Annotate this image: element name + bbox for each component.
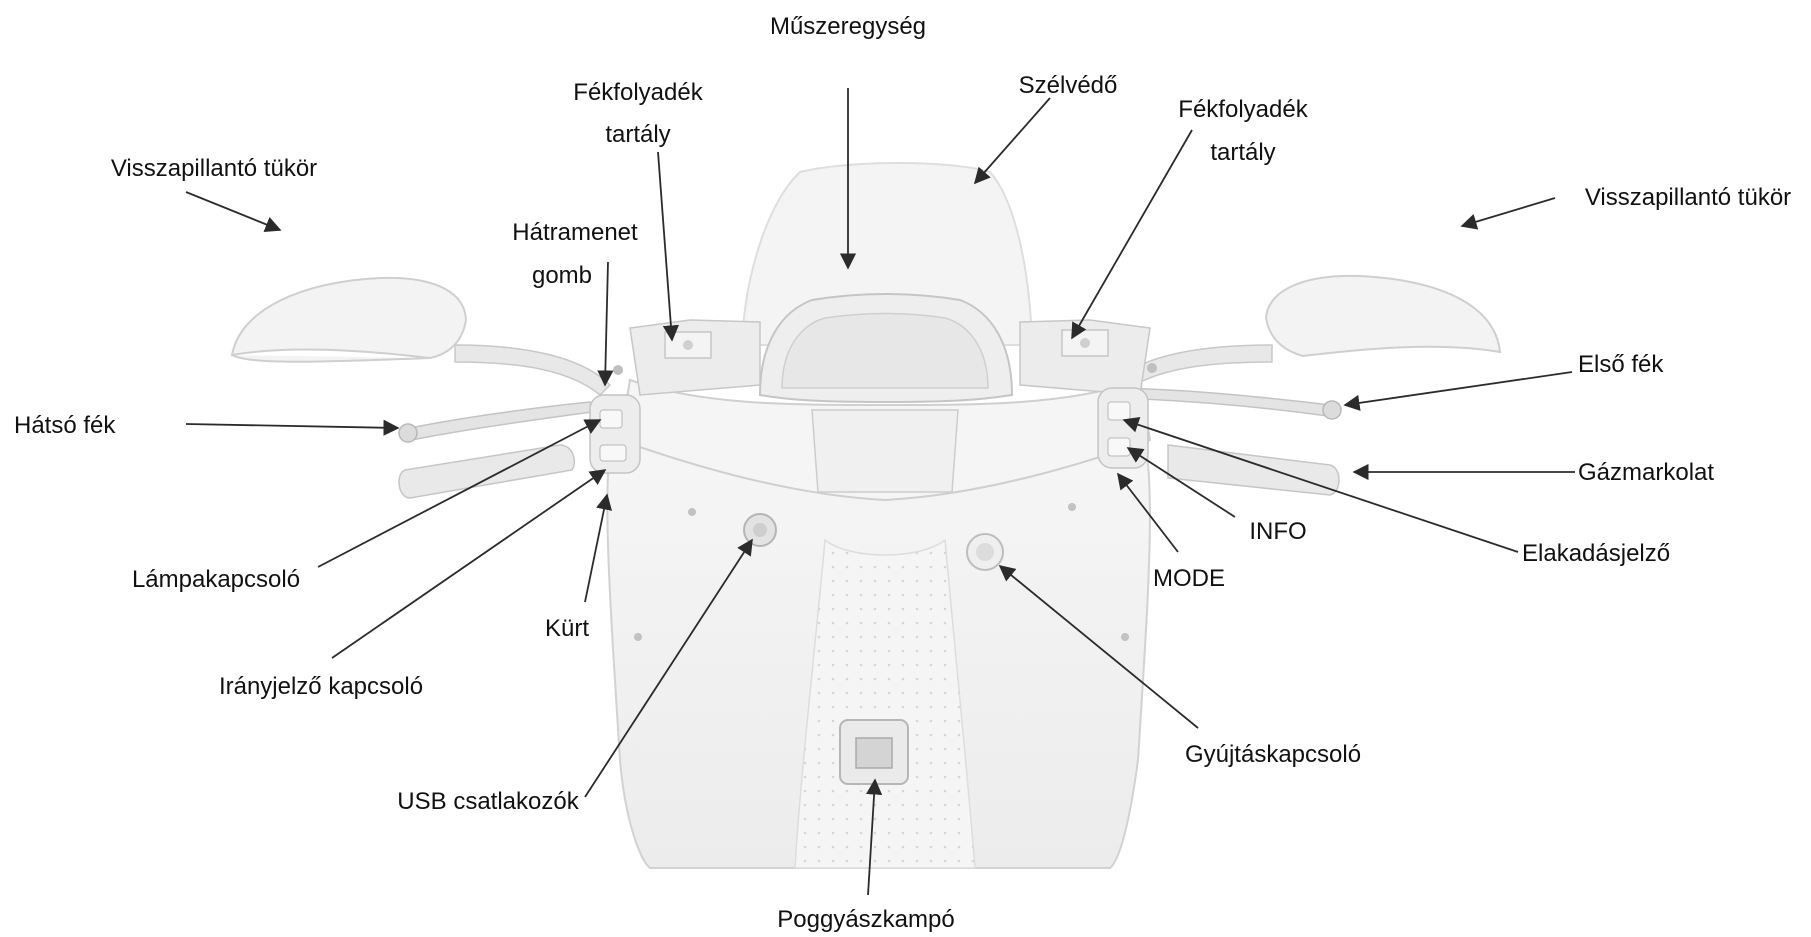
label-hatramenet-line2: gomb (532, 262, 592, 289)
center-stem (812, 410, 958, 492)
right-brake-lever (1120, 388, 1330, 416)
label-muszeregyseg: Műszeregység (770, 13, 926, 40)
leader-szelvedo (975, 98, 1050, 183)
left-brake-lever (410, 402, 592, 440)
label-lampakapcsolo: Lámpakapcsoló (132, 566, 300, 593)
luggage-hook (840, 720, 908, 784)
left-mirror-stalk (455, 345, 610, 395)
label-poggyaszkampo: Poggyászkampó (777, 906, 954, 933)
left-mirror-shape (232, 278, 466, 362)
label-hatramenet-line1: Hátramenet (512, 219, 638, 246)
leader-kurt (585, 495, 607, 602)
leader-hatramenet (605, 262, 608, 385)
label-gazmarkolat: Gázmarkolat (1578, 459, 1714, 486)
label-fekfolyadek-bal-line2: tartály (605, 121, 670, 148)
label-fekfolyadek-jobb-line1: Fékfolyadék (1178, 96, 1308, 123)
right-grip (1168, 445, 1339, 495)
label-fekfolyadek-bal-line1: Fékfolyadék (573, 79, 703, 106)
label-fekfolyadek-jobb-line2: tartály (1210, 139, 1275, 166)
left-grip (399, 445, 574, 498)
label-elso-fek: Első fék (1578, 351, 1664, 378)
leader-elso-fek (1345, 372, 1572, 405)
leader-fekfolyadek-bal (658, 152, 672, 340)
leader-hatso-fek (186, 424, 398, 428)
leader-tukor-bal (186, 192, 280, 230)
label-gyujtaskapcsolo: Gyújtáskapcsoló (1185, 741, 1361, 768)
leader-fekfolyadek-jobb (1072, 130, 1192, 338)
label-elakadasjelzo: Elakadásjelző (1522, 540, 1670, 567)
label-info: INFO (1249, 518, 1306, 545)
label-kurt: Kürt (545, 615, 589, 642)
label-mode: MODE (1153, 565, 1225, 592)
leader-tukor-jobb (1462, 198, 1555, 226)
label-iranyjelzo: Irányjelző kapcsoló (219, 673, 423, 700)
label-szelvedo: Szélvédő (1019, 72, 1118, 99)
leader-lampakapcsolo (318, 420, 600, 567)
right-mirror-shape (1266, 276, 1500, 356)
leader-elakadasjelzo (1124, 420, 1518, 552)
label-hatso-fek: Hátsó fék (14, 412, 116, 439)
label-usb: USB csatlakozók (397, 788, 579, 815)
label-tukor-bal: Visszapillantó tükör (111, 155, 317, 182)
label-tukor-jobb: Visszapillantó tükör (1585, 184, 1791, 211)
left-switchgear (590, 395, 640, 473)
